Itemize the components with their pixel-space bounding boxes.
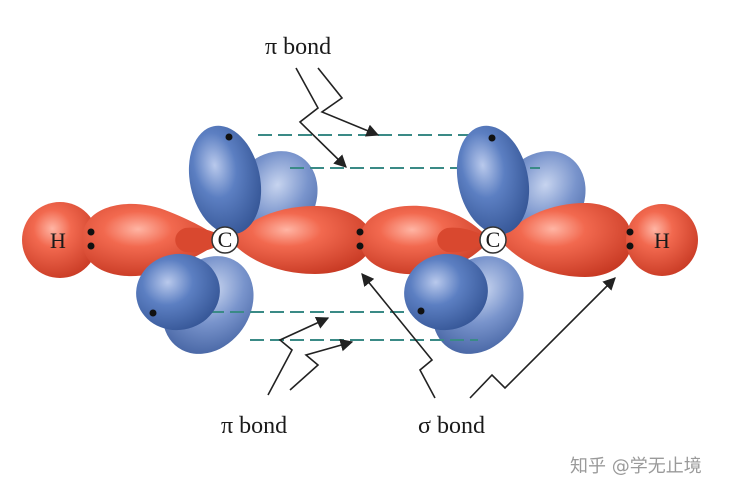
watermark: 知乎 @学无止境 — [570, 456, 702, 477]
arrow-sigma-cc — [361, 273, 436, 399]
sigma-small-lobe-mid — [437, 227, 490, 253]
hydrogen-right-s-orbital — [626, 204, 698, 276]
hydrogen-right-label: H — [654, 228, 670, 253]
pi-lobe-right-upper — [456, 125, 530, 235]
electron-dot — [417, 307, 425, 315]
c-c-sigma-lobe-left — [230, 206, 372, 274]
electron-dot — [87, 242, 95, 250]
arrow-pi-bottom-1 — [267, 316, 330, 396]
pi-bond-label-bottom: π bond — [221, 413, 288, 439]
electron-dot — [626, 242, 634, 250]
pi-bond-label-top: π bond — [265, 34, 332, 60]
electron-dot — [356, 228, 364, 236]
pi-orbital-front-lobes — [136, 125, 530, 331]
electron-dot — [356, 242, 364, 250]
electron-dots — [87, 133, 634, 317]
electron-dot — [488, 134, 496, 142]
pi-lobe-left-lower — [136, 253, 220, 331]
sigma-bond-label: σ bond — [418, 413, 485, 439]
c-h-sigma-right — [500, 203, 632, 277]
carbon-left-label: C — [218, 227, 233, 252]
sigma-orbitals — [22, 202, 698, 278]
hydrogen-left-label: H — [50, 228, 66, 253]
pi-lobe-left-upper — [188, 125, 262, 235]
arrow-sigma-ch — [469, 277, 616, 399]
electron-dot — [626, 228, 634, 236]
annotation-arrows — [267, 67, 616, 399]
carbon-left-nucleus — [211, 226, 239, 254]
carbon-nuclei: C C H H — [50, 226, 670, 254]
arrow-pi-top-2 — [295, 67, 347, 168]
electron-dot — [225, 133, 233, 141]
carbon-right-nucleus — [479, 226, 507, 254]
carbon-right-label: C — [486, 227, 501, 252]
pi-lobe-right-lower — [404, 253, 488, 331]
hydrogen-left-s-orbital — [22, 202, 98, 278]
electron-dot — [87, 228, 95, 236]
arrow-pi-bottom-2 — [289, 338, 354, 391]
electron-dot — [149, 309, 157, 317]
arrow-pi-top-1 — [317, 67, 380, 137]
